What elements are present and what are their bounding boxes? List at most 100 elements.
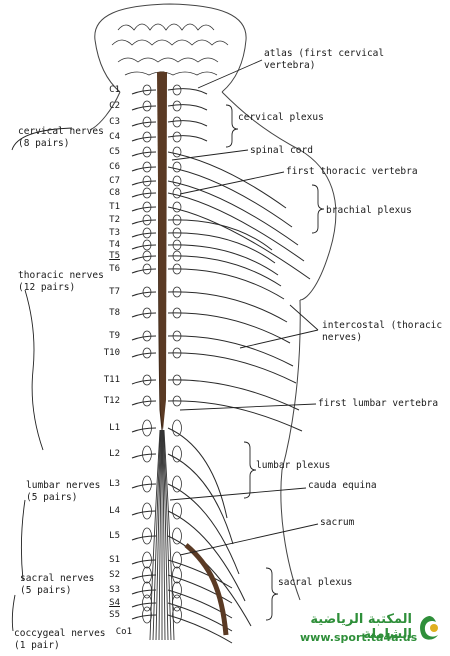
label-atlas-line1: atlas (first cervical [264, 48, 385, 59]
spinal-cord-body [157, 72, 167, 430]
nerve-left-stub [131, 166, 157, 172]
nerve-left-stub [131, 151, 157, 157]
nerve-right-branch [167, 427, 228, 519]
nerve-left-stub [131, 535, 157, 541]
nerve-fibers [131, 88, 311, 644]
nerve-right-branch [167, 291, 288, 323]
nerve-right-branch [167, 483, 240, 575]
nerve-left-stub [131, 379, 157, 385]
nerve-right-branch [167, 379, 300, 411]
nerve-right-branch [167, 135, 208, 142]
nerve-right-branch [167, 255, 282, 287]
nerve-left-stub [131, 121, 157, 127]
segment-label-s1: S1 [109, 555, 120, 565]
segment-label-l4: L4 [109, 506, 120, 516]
cauda-strand [155, 429, 162, 641]
segment-label-t10: T10 [103, 348, 120, 358]
nerve-right-branch [167, 574, 233, 604]
nerve-right-branch [167, 206, 311, 280]
vertebra-ring [172, 566, 182, 584]
nerve-right-branch [167, 232, 276, 264]
vertebra-ring [172, 131, 182, 143]
vertebra-ring [172, 84, 182, 96]
vertebra-ring [172, 175, 182, 187]
cauda-strand [158, 429, 162, 641]
label-atlas-line2: vertebra) [264, 60, 316, 71]
vertebra-ring [172, 581, 182, 599]
nerve-left-stub [131, 268, 157, 274]
nerve-right-branch [167, 244, 279, 276]
nerve-right-branch [167, 192, 305, 262]
nerve-right-branch [167, 151, 287, 209]
nerve-left-stub [131, 206, 157, 212]
nerve-left-stub [131, 483, 157, 489]
nerve-right-branch [167, 559, 233, 589]
nerve-right-branch [167, 120, 208, 127]
label-first-lumbar-vertebra: first lumbar vertebra [318, 398, 439, 409]
nerve-left-stub [131, 614, 157, 620]
nerve-left-stub [131, 510, 157, 516]
segment-label-c4: C4 [109, 132, 120, 142]
label-cervical-nerves-line2: (8 pairs) [18, 138, 70, 149]
nerve-left-stub [131, 244, 157, 250]
label-sacral-nerves-line1: sacral nerves [20, 573, 95, 584]
label-cauda-equina: cauda equina [308, 480, 377, 491]
vertebra-ring [172, 116, 182, 128]
vertebra-ring [172, 161, 182, 173]
segment-label-c5: C5 [109, 147, 120, 157]
vertebra-ring [172, 527, 182, 545]
label-first-thoracic-vertebra: first thoracic vertebra [286, 166, 418, 177]
label-brachial-plexus: brachial plexus [326, 205, 412, 216]
vertebra-ring [172, 201, 182, 213]
segment-label-s2: S2 [109, 570, 120, 580]
nerve-left-stub [131, 136, 157, 142]
label-sacral-plexus: sacral plexus [278, 577, 353, 588]
cauda-strand [162, 429, 166, 641]
vertebra-ring [172, 551, 182, 569]
label-lumbar-plexus: lumbar plexus [256, 460, 331, 471]
nerve-right-branch [167, 104, 208, 111]
vertebra-ring [172, 146, 182, 158]
vertebra-ring [172, 419, 182, 437]
segment-label-co1: Co1 [115, 627, 132, 637]
body-outline [89, 3, 337, 601]
segment-label-l2: L2 [109, 449, 120, 459]
label-sacrum: sacrum [320, 517, 355, 528]
brain-folds [111, 23, 229, 76]
segment-label-t3: T3 [109, 228, 120, 238]
nerve-right-branch [167, 312, 291, 344]
segment-label-t11: T11 [103, 375, 120, 385]
segment-label-l1: L1 [109, 423, 120, 433]
label-thoracic-nerves-line2: (12 pairs) [18, 282, 76, 293]
nerve-left-stub [131, 105, 157, 111]
nerve-left-stub [131, 255, 157, 261]
segment-label-c1: C1 [109, 85, 120, 95]
nerve-left-stub [131, 232, 157, 238]
vertebra-ring [172, 187, 182, 199]
nerve-right-branch [167, 166, 293, 228]
segment-label-t12: T12 [103, 396, 120, 406]
vertebra-ring [172, 445, 182, 463]
watermark-logo-icon [420, 616, 438, 640]
segment-label-t9: T9 [109, 331, 120, 341]
label-spinal-cord: spinal cord [250, 145, 313, 156]
cauda-strand [149, 429, 161, 641]
segment-label-t4: T4 [109, 240, 120, 250]
nerve-left-stub [131, 312, 157, 318]
watermark-url[interactable]: www.sport.ta4a.us [300, 631, 418, 644]
watermark-arabic-title: المكتبة الرياضية الشاملة [310, 612, 412, 642]
segment-label-s5: S5 [109, 610, 120, 620]
label-thoracic-nerves-line1: thoracic nerves [18, 270, 104, 281]
nerve-left-stub [131, 180, 157, 186]
segment-label-c6: C6 [109, 162, 120, 172]
nerve-left-stub [131, 335, 157, 341]
segment-label-s4: S4 [109, 598, 120, 608]
nerve-left-stub [131, 602, 157, 608]
vertebra-ring [172, 606, 182, 624]
cauda-strand [163, 429, 175, 641]
label-cervical-plexus: cervical plexus [238, 112, 324, 123]
label-lumbar-nerves-line2: (5 pairs) [26, 492, 78, 503]
nerve-left-stub [131, 291, 157, 297]
